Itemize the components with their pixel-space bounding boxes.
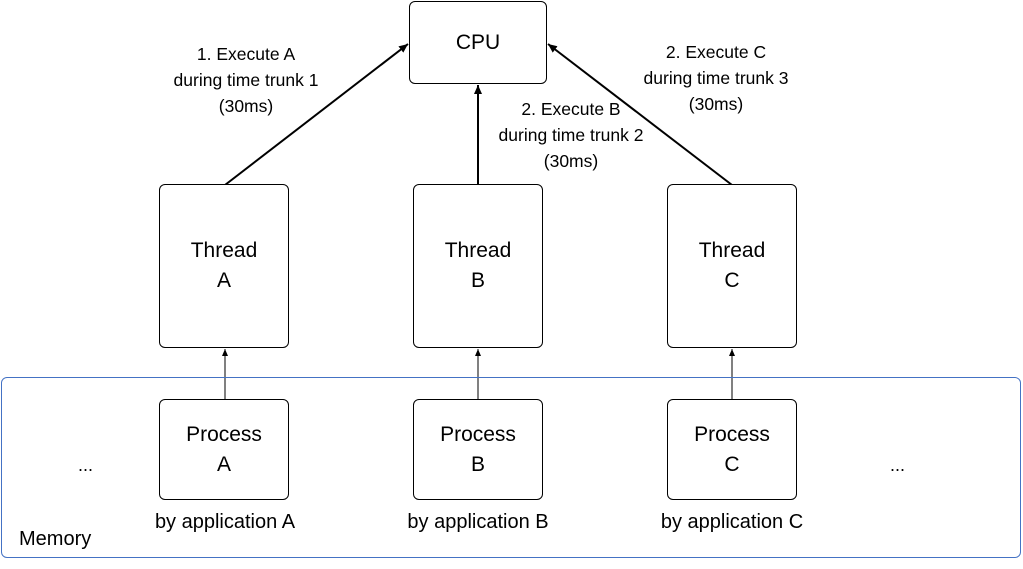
thread-c-line2: C	[724, 269, 740, 292]
execute-b-line1: 2. Execute B	[521, 99, 621, 119]
process-c-box: Process C	[667, 399, 797, 500]
process-c-line1: Process	[694, 422, 770, 446]
thread-c-box: Thread C	[667, 184, 797, 348]
arrow-thread-a-to-cpu	[224, 43, 409, 186]
process-a-box: Process A	[159, 399, 289, 500]
ellipsis-right: ...	[890, 455, 906, 475]
execute-c-line1: 2. Execute C	[665, 42, 767, 62]
process-b-line1: Process	[440, 422, 516, 446]
arrow-thread-c-to-cpu	[547, 43, 733, 186]
execute-b-line2: during time trunk 2	[498, 125, 644, 145]
process-a-caption: by application A	[154, 511, 296, 533]
thread-a-box: Thread A	[159, 184, 289, 348]
cpu-box: CPU	[409, 1, 547, 84]
thread-b-line1: Thread	[444, 239, 512, 262]
thread-a-line1: Thread	[190, 239, 258, 262]
memory-region	[1, 377, 1021, 558]
thread-c-line1: Thread	[698, 239, 766, 262]
process-c-caption: by application C	[660, 511, 804, 533]
ellipsis-left: ...	[78, 455, 94, 475]
process-b-caption: by application B	[407, 511, 549, 533]
memory-label: Memory	[19, 528, 92, 550]
execute-a-label: 1. Execute A during time trunk 1 (30ms)	[151, 41, 341, 119]
execute-a-line2: during time trunk 1	[173, 70, 319, 90]
execute-c-label: 2. Execute C during time trunk 3 (30ms)	[621, 39, 811, 117]
process-b-box: Process B	[413, 399, 543, 500]
process-c-line2: C	[724, 452, 740, 476]
execute-c-line2: during time trunk 3	[643, 68, 789, 88]
cpu-label: CPU	[455, 30, 501, 54]
execute-a-line3: (30ms)	[218, 96, 274, 116]
process-a-line1: Process	[186, 422, 262, 446]
execute-c-line3: (30ms)	[688, 94, 744, 114]
thread-a-line2: A	[216, 269, 231, 292]
execute-b-label: 2. Execute B during time trunk 2 (30ms)	[476, 96, 666, 174]
process-b-line2: B	[470, 452, 485, 476]
thread-b-line2: B	[470, 269, 485, 292]
process-a-line2: A	[216, 452, 231, 476]
execute-a-line1: 1. Execute A	[196, 44, 296, 64]
execute-b-line3: (30ms)	[543, 151, 599, 171]
thread-b-box: Thread B	[413, 184, 543, 348]
